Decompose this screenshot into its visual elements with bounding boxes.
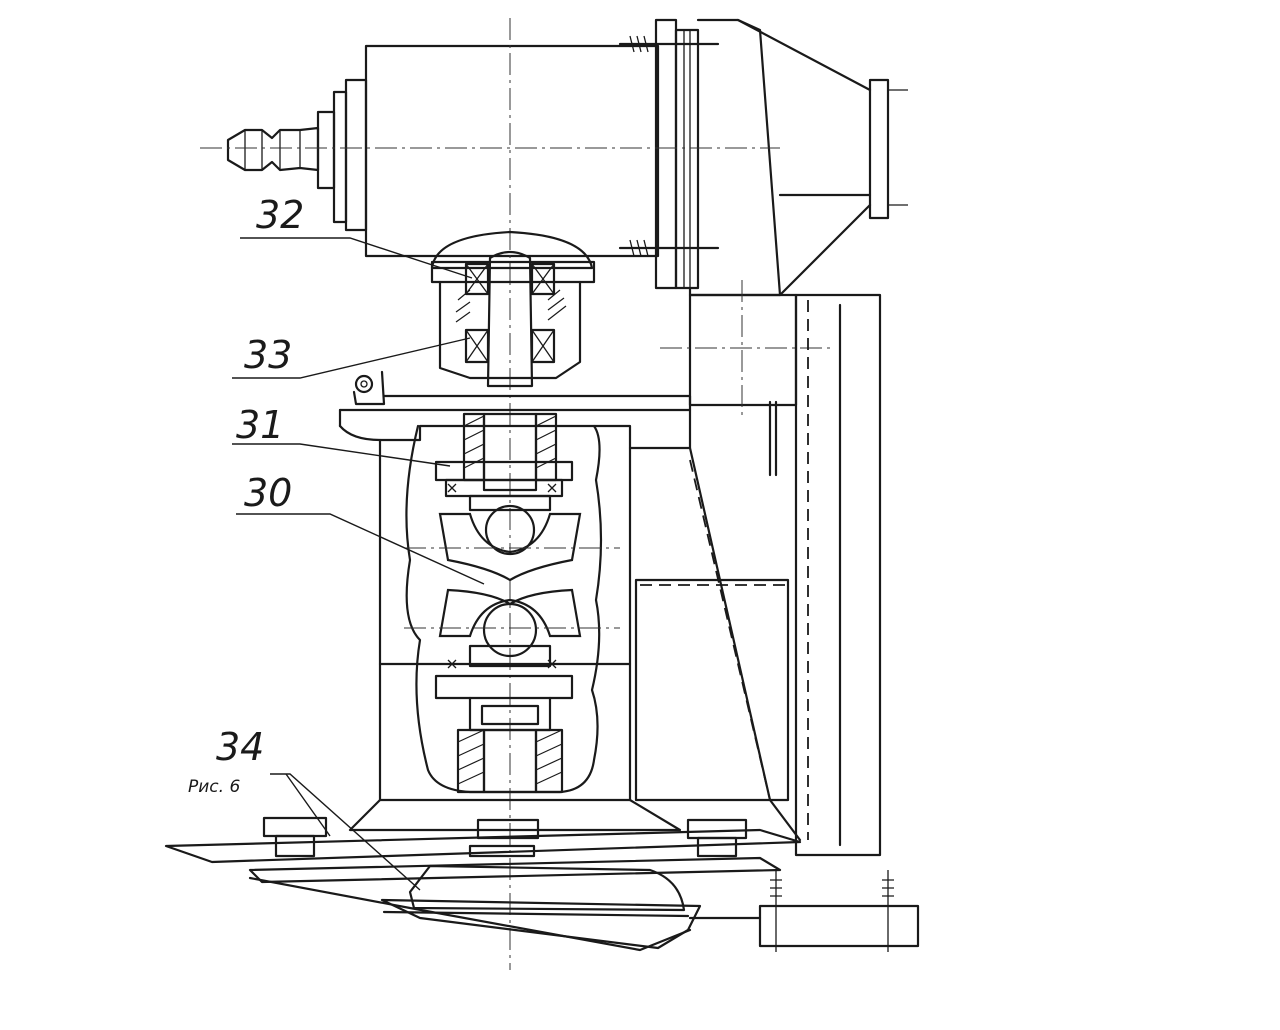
base-bolt-3 [686, 818, 748, 840]
lower-bearing-left [464, 328, 490, 364]
callout-34-figure-ref: Рис. 6 [188, 777, 240, 797]
inspection-window [634, 578, 790, 802]
upper-shaft [486, 250, 534, 388]
base-plate-lower [248, 856, 782, 884]
inner-cavity [405, 424, 603, 794]
housing-body [438, 280, 582, 380]
leader-32 [240, 237, 473, 279]
motor-end-flange-3 [344, 78, 368, 232]
motor-end-flange-1 [316, 110, 336, 190]
motor-brace [736, 18, 872, 297]
motor-flange-plate [674, 28, 700, 290]
upper-bearing-right [530, 262, 556, 296]
callout-34: 34 [216, 725, 264, 769]
frame-taper [688, 446, 802, 842]
housing-flange [430, 260, 596, 284]
leader-31 [232, 443, 451, 467]
upper-bearing-left [464, 262, 490, 296]
callouts: 32 33 31 30 34 Рис. 6 [188, 193, 485, 891]
motor-end-flange-2 [332, 90, 348, 224]
leader-34 [270, 773, 421, 891]
lower-spindle-assembly [434, 644, 574, 794]
tall-housing [794, 293, 882, 857]
callout-33: 33 [244, 333, 292, 377]
right-foot-plate [758, 904, 920, 948]
lifting-lug [354, 374, 374, 394]
bearing-housing [352, 230, 596, 406]
lower-roll [438, 588, 582, 638]
base-bolt-2 [476, 818, 540, 840]
lower-gear-collar [434, 674, 574, 700]
base-casting [408, 864, 686, 912]
lower-roll-groove [482, 602, 538, 658]
top-plate [338, 394, 692, 412]
callout-30: 30 [244, 471, 292, 515]
housing-cap [430, 230, 594, 270]
upper-roll-groove [484, 504, 536, 556]
pinion-stand [434, 412, 574, 512]
base-bolt-1 [262, 816, 328, 838]
upper-gear-collar [434, 460, 574, 482]
side-flange [868, 78, 890, 220]
base-plate-upper [164, 828, 802, 864]
leader-30 [236, 513, 485, 585]
callout-31: 31 [236, 403, 284, 447]
foundation-base [164, 816, 920, 952]
motor-assembly [200, 18, 908, 970]
callout-32: 32 [256, 193, 304, 237]
frame-base-skirt [348, 798, 682, 832]
motor-body [364, 44, 660, 258]
frame-left-wall [378, 438, 632, 802]
lower-bearing-right [530, 328, 556, 364]
mill-frame [338, 280, 882, 857]
motor-shaft-coupling [226, 126, 320, 172]
roll-pair [404, 504, 620, 658]
motor-stand [688, 18, 782, 297]
leader-33 [232, 337, 471, 379]
right-column [688, 293, 798, 407]
